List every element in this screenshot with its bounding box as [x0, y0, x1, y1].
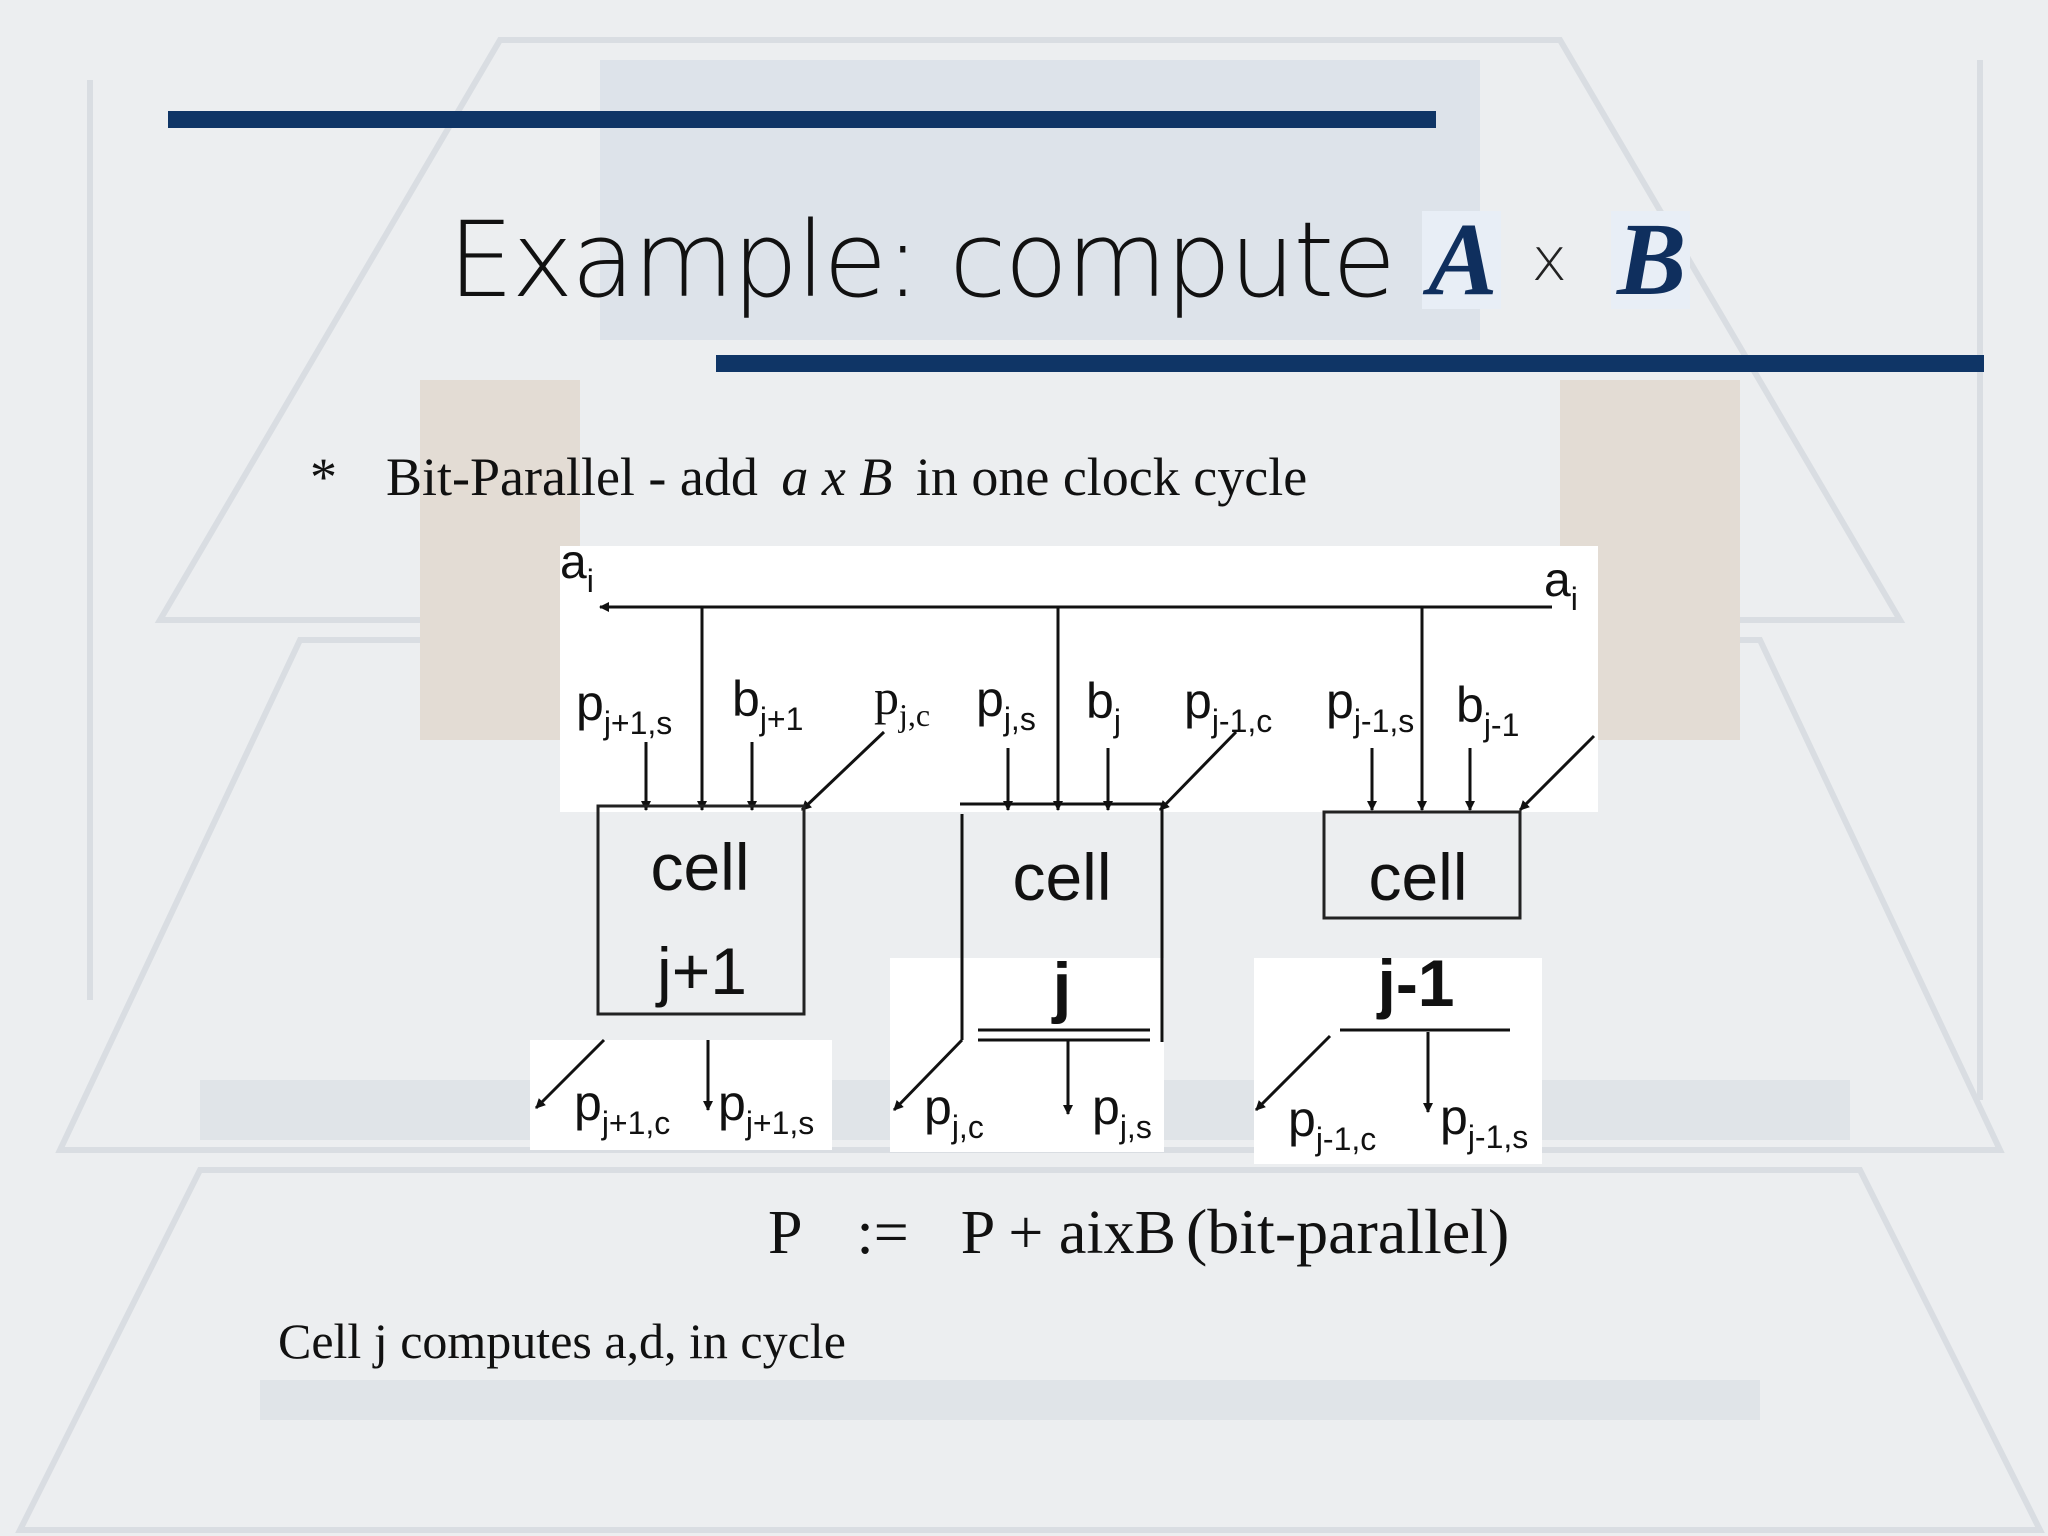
label-sub: j+1,c	[601, 1105, 670, 1141]
output-arrow	[892, 1038, 964, 1112]
output-label-pjc: pj,c	[924, 1079, 984, 1145]
bottom-panel-left	[530, 1040, 832, 1150]
label-sub: j-1,s	[1353, 703, 1414, 739]
caption-text: Cell j computes a,d, in cycle	[278, 1313, 846, 1369]
label-main: p	[718, 1075, 746, 1131]
cell-word: cell	[1368, 840, 1467, 914]
formula-assign: :=	[856, 1199, 909, 1267]
label-sub: j+1,s	[603, 705, 672, 741]
label-main: p	[924, 1079, 952, 1135]
input-arrow	[1158, 730, 1238, 812]
label-main: b	[1456, 677, 1484, 733]
label-main: p	[574, 1075, 602, 1131]
cell-box-j	[960, 802, 1164, 1042]
label-sub: i	[1571, 581, 1578, 617]
label-main: p	[1092, 1079, 1120, 1135]
label-sub: j,c	[898, 697, 930, 733]
label-sub: i	[587, 563, 594, 599]
label-main: a	[1544, 554, 1571, 607]
label-sub: j-1,c	[1211, 703, 1272, 739]
bullet-math: a x B	[781, 447, 893, 507]
label-main: a	[560, 536, 587, 589]
label-sub: j	[1113, 703, 1121, 739]
update-formula: P := P + aixB(bit-parallel)	[768, 1195, 1509, 1269]
label-main: p	[576, 675, 604, 731]
bullet-text-end: in one clock cycle	[915, 447, 1308, 507]
cell-index: j-1	[1375, 946, 1454, 1020]
input-arrow	[800, 730, 886, 812]
input-label-pjs: pj,s	[976, 671, 1036, 737]
top-panel	[560, 546, 1598, 812]
label-sub: j,s	[1003, 701, 1036, 737]
input-label-bj: bj	[1086, 673, 1121, 739]
label-sub: j,s	[1119, 1109, 1152, 1145]
input-label-pj-1s: pj-1,s	[1326, 673, 1414, 739]
title-math-a: A	[1422, 208, 1502, 312]
output-label-pj-1c: pj-1,c	[1288, 1091, 1376, 1157]
input-label-bj-1: bj-1	[1456, 677, 1519, 743]
label-sub: j+1,s	[745, 1105, 814, 1141]
bottom-panel-middle	[890, 958, 1164, 1152]
label-main: p	[1288, 1091, 1316, 1147]
label-main: p	[1440, 1089, 1468, 1145]
output-label-pj1c: pj+1,c	[574, 1075, 670, 1141]
input-label-bj1: bj+1	[732, 671, 803, 737]
label-main: b	[732, 671, 760, 727]
cell-box-j1	[596, 804, 806, 1016]
slide-title: Example: compute A x B	[448, 190, 1691, 330]
label-main: p	[874, 669, 899, 725]
bullet-marker: *	[310, 447, 337, 507]
formula-rhs: P + aixB	[960, 1199, 1176, 1267]
input-label-pj-1c: pj-1,c	[1184, 673, 1272, 739]
top-rule	[168, 111, 1436, 128]
output-label-pj1s: pj+1,s	[718, 1075, 814, 1141]
bullet-text-start: Bit-Parallel - add	[386, 447, 758, 507]
title-prefix: Example: compute	[448, 199, 1396, 321]
bottom-rule	[716, 355, 1984, 372]
label-sub: j-1	[1483, 707, 1520, 743]
output-arrow	[1254, 1034, 1332, 1112]
input-label-pjc: pj,c	[874, 669, 930, 733]
output-label-pj-1s: pj-1,s	[1440, 1089, 1528, 1155]
output-label-pjs: pj,s	[1092, 1079, 1152, 1145]
title-operator: x	[1531, 225, 1566, 295]
title-math-b: B	[1611, 208, 1691, 312]
cell-index: j+1	[655, 934, 747, 1008]
label-main: p	[976, 671, 1004, 727]
label-main: b	[1086, 673, 1114, 729]
cell-word: cell	[650, 830, 749, 904]
formula-lhs: P	[768, 1199, 803, 1267]
formula-note: (bit-parallel)	[1185, 1196, 1510, 1267]
bullet-item: * Bit-Parallel - add a x B in one clock c…	[310, 446, 1307, 508]
output-arrow	[534, 1038, 606, 1110]
label-main: p	[1184, 673, 1212, 729]
label-sub: j-1,s	[1467, 1119, 1528, 1155]
cell-index: j	[1051, 949, 1072, 1025]
cell-box-j-1	[1322, 810, 1522, 920]
input-ai-right: ai	[1544, 554, 1578, 617]
label-sub: j+1	[759, 701, 804, 737]
input-ai-left: ai	[560, 536, 594, 599]
label-sub: j,c	[951, 1109, 984, 1145]
label-main: p	[1326, 673, 1354, 729]
label-sub: j-1,c	[1315, 1121, 1376, 1157]
cell-word: cell	[1012, 840, 1111, 914]
input-arrow	[1518, 734, 1596, 812]
bottom-panel-right	[1254, 958, 1542, 1164]
input-label-pj1s: pj+1,s	[576, 675, 672, 741]
